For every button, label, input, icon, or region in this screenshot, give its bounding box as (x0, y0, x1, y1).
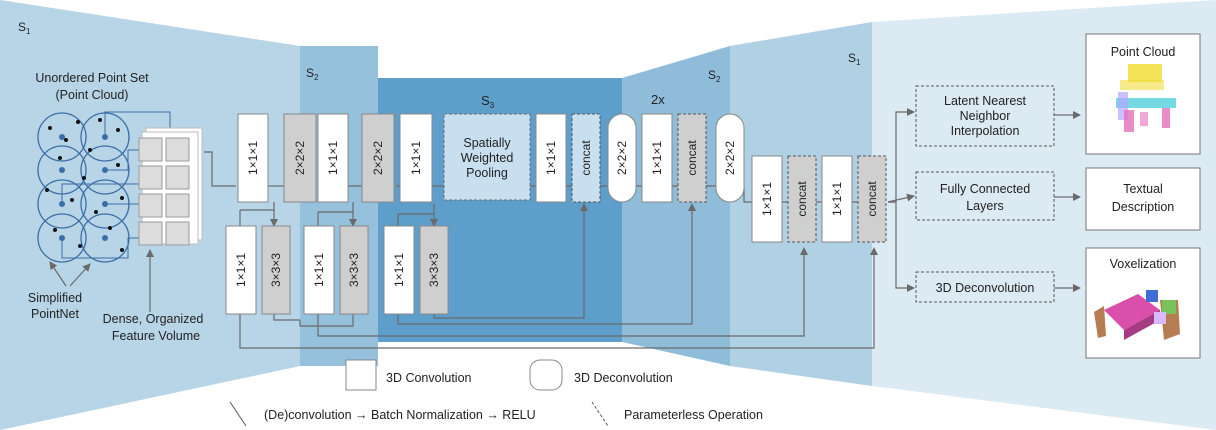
point-cloud-points (45, 118, 124, 252)
legend: 3D Convolution 3D Deconvolution (De)conv… (229, 359, 763, 427)
svg-text:3D Deconvolution: 3D Deconvolution (936, 281, 1035, 295)
scale-s2-right: S2 (708, 68, 721, 84)
svg-text:2×2×2: 2×2×2 (293, 141, 307, 175)
block-conv-111-e: 1×1×1 (641, 113, 673, 203)
svg-text:1×1×1: 1×1×1 (312, 253, 326, 287)
output-voxelization: Voxelization (1085, 247, 1201, 359)
head-3d-deconvolution: 3D Deconvolution (915, 271, 1055, 303)
svg-text:1×1×1: 1×1×1 (392, 253, 406, 287)
band-s2-left (300, 46, 378, 366)
block-concat-c: concat (787, 155, 817, 243)
block-conv-111-f: 1×1×1 (751, 155, 783, 243)
branch-conv-111-a: 1×1×1 (225, 225, 257, 315)
svg-text:1×1×1: 1×1×1 (760, 182, 774, 216)
svg-text:Latent Nearest: Latent Nearest (944, 94, 1027, 108)
point-set-label: Unordered Point Set (35, 71, 149, 85)
voxel-illustration (1094, 290, 1180, 340)
block-concat-b: concat (677, 113, 707, 203)
svg-text:2×2×2: 2×2×2 (615, 141, 629, 175)
svg-text:Neighbor: Neighbor (960, 109, 1011, 123)
svg-text:3×3×3: 3×3×3 (427, 253, 441, 287)
svg-text:Pooling: Pooling (466, 166, 508, 180)
svg-text:2×2×2: 2×2×2 (723, 141, 737, 175)
legend-deconv-swatch (529, 359, 563, 391)
svg-text:1×1×1: 1×1×1 (234, 253, 248, 287)
block-concat-d: concat (857, 155, 887, 243)
scale-2x: 2x (651, 92, 665, 107)
svg-text:1×1×1: 1×1×1 (650, 141, 664, 175)
head-latent-nn: Latent Nearest Neighbor Interpolation (915, 85, 1055, 147)
svg-text:2×2×2: 2×2×2 (371, 141, 385, 175)
svg-text:3×3×3: 3×3×3 (269, 253, 283, 287)
output-point-cloud: Point Cloud (1085, 33, 1201, 155)
svg-text:Layers: Layers (966, 199, 1004, 213)
legend-solid-line (229, 401, 247, 427)
point-cloud-centers (59, 134, 108, 241)
block-conv-111-a: 1×1×1 (237, 113, 269, 203)
svg-text:1×1×1: 1×1×1 (409, 141, 423, 175)
scale-s3: S3 (481, 93, 495, 110)
dense-label: Dense, Organized (103, 312, 204, 326)
legend-conv-label: 3D Convolution (386, 371, 472, 385)
svg-text:Voxelization: Voxelization (1110, 257, 1177, 271)
output-textual-description: Textual Description (1085, 167, 1201, 231)
simplified-sublabel: PointNet (31, 307, 79, 321)
block-conv-111-g: 1×1×1 (821, 155, 853, 243)
svg-text:Spatially: Spatially (463, 136, 511, 150)
svg-text:3×3×3: 3×3×3 (347, 253, 361, 287)
head-fully-connected: Fully Connected Layers (915, 171, 1055, 221)
input-bracket (204, 151, 236, 187)
block-conv-222-b: 2×2×2 (361, 113, 395, 203)
scale-s1-right: S1 (848, 51, 861, 67)
connections (239, 108, 1081, 349)
block-conv-222-a: 2×2×2 (283, 113, 317, 203)
legend-conv-swatch (345, 359, 377, 391)
branch-conv-333-a: 3×3×3 (261, 225, 291, 315)
svg-text:Textual: Textual (1123, 182, 1163, 196)
point-set-sublabel: (Point Cloud) (56, 88, 129, 102)
point-cloud-wires (61, 111, 171, 259)
legend-parameterless-label: Parameterless Operation (624, 408, 763, 422)
svg-text:Interpolation: Interpolation (951, 124, 1020, 138)
block-conv-111-d: 1×1×1 (535, 113, 567, 203)
chair-point-cloud-illustration (1116, 64, 1176, 132)
svg-text:1×1×1: 1×1×1 (544, 141, 558, 175)
svg-text:Fully Connected: Fully Connected (940, 182, 1030, 196)
scale-s1-left: S1 (18, 20, 31, 36)
svg-text:1×1×1: 1×1×1 (830, 182, 844, 216)
feature-volume (138, 127, 203, 246)
dense-sublabel: Feature Volume (112, 329, 200, 343)
block-conv-111-b: 1×1×1 (317, 113, 349, 203)
block-deconv-222-b: 2×2×2 (715, 113, 745, 203)
band-s2-right (622, 46, 730, 366)
branch-conv-333-c: 3×3×3 (419, 225, 449, 315)
branch-conv-111-c: 1×1×1 (383, 225, 415, 315)
block-spatial-pooling: Spatially Weighted Pooling (443, 113, 531, 201)
svg-text:Description: Description (1112, 200, 1175, 214)
branch-conv-333-b: 3×3×3 (339, 225, 369, 315)
block-concat-a: concat (571, 113, 601, 203)
svg-text:concat: concat (685, 140, 699, 176)
simplified-arrows (49, 261, 91, 287)
svg-text:1×1×1: 1×1×1 (326, 141, 340, 175)
svg-text:concat: concat (865, 181, 879, 217)
legend-conv-chain-label: (De)convolution → Batch Normalization → … (264, 408, 536, 422)
block-deconv-222-a: 2×2×2 (607, 113, 637, 203)
block-conv-111-c: 1×1×1 (399, 113, 433, 203)
svg-text:Point Cloud: Point Cloud (1111, 45, 1176, 59)
branch-conv-111-b: 1×1×1 (303, 225, 335, 315)
simplified-label: Simplified (28, 291, 82, 305)
svg-text:concat: concat (579, 140, 593, 176)
svg-text:concat: concat (795, 181, 809, 217)
svg-text:1×1×1: 1×1×1 (246, 141, 260, 175)
legend-dashed-line (591, 401, 609, 427)
svg-text:Weighted: Weighted (461, 151, 514, 165)
scale-s2-left: S2 (306, 66, 319, 82)
legend-deconv-label: 3D Deconvolution (574, 371, 673, 385)
